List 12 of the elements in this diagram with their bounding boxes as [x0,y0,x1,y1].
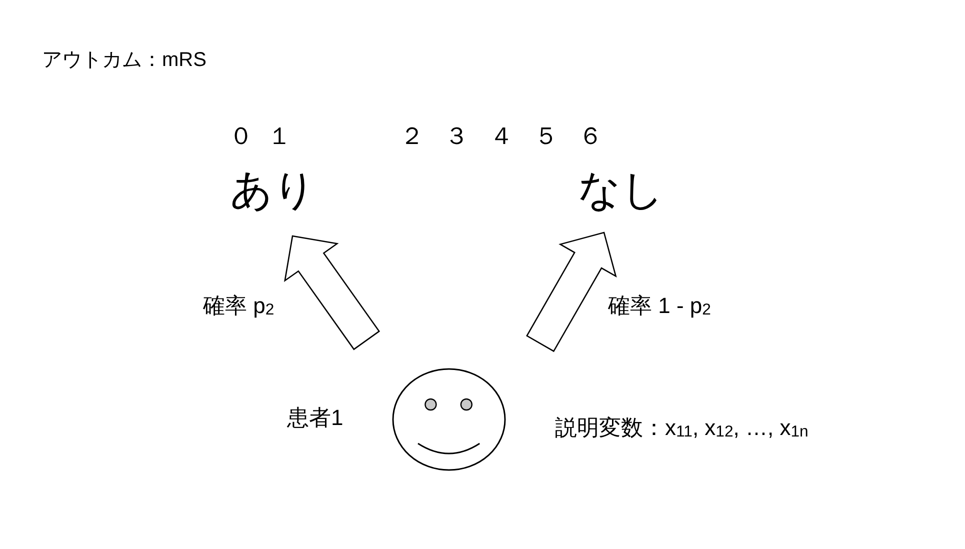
title: アウトカム：mRS [42,49,206,71]
edge-label: 確率 p$_{2}$ [203,294,274,318]
node-label: あり [230,167,316,214]
node-label: なし [578,167,664,214]
block-arrow [526,232,617,352]
edge-label: 確率 1 - p$_{2}$ [608,294,711,318]
node-label: ０ １ [229,124,292,150]
block-arrow [284,235,380,350]
node-label: 説明変数：x$_{11}$, x$_{12}$, …, x$_{1n}$ [555,416,808,440]
node-label: 患者1 [287,406,344,430]
node-label: ２ ３ ４ ５ ６ [400,124,603,150]
smiley-face [392,368,506,471]
